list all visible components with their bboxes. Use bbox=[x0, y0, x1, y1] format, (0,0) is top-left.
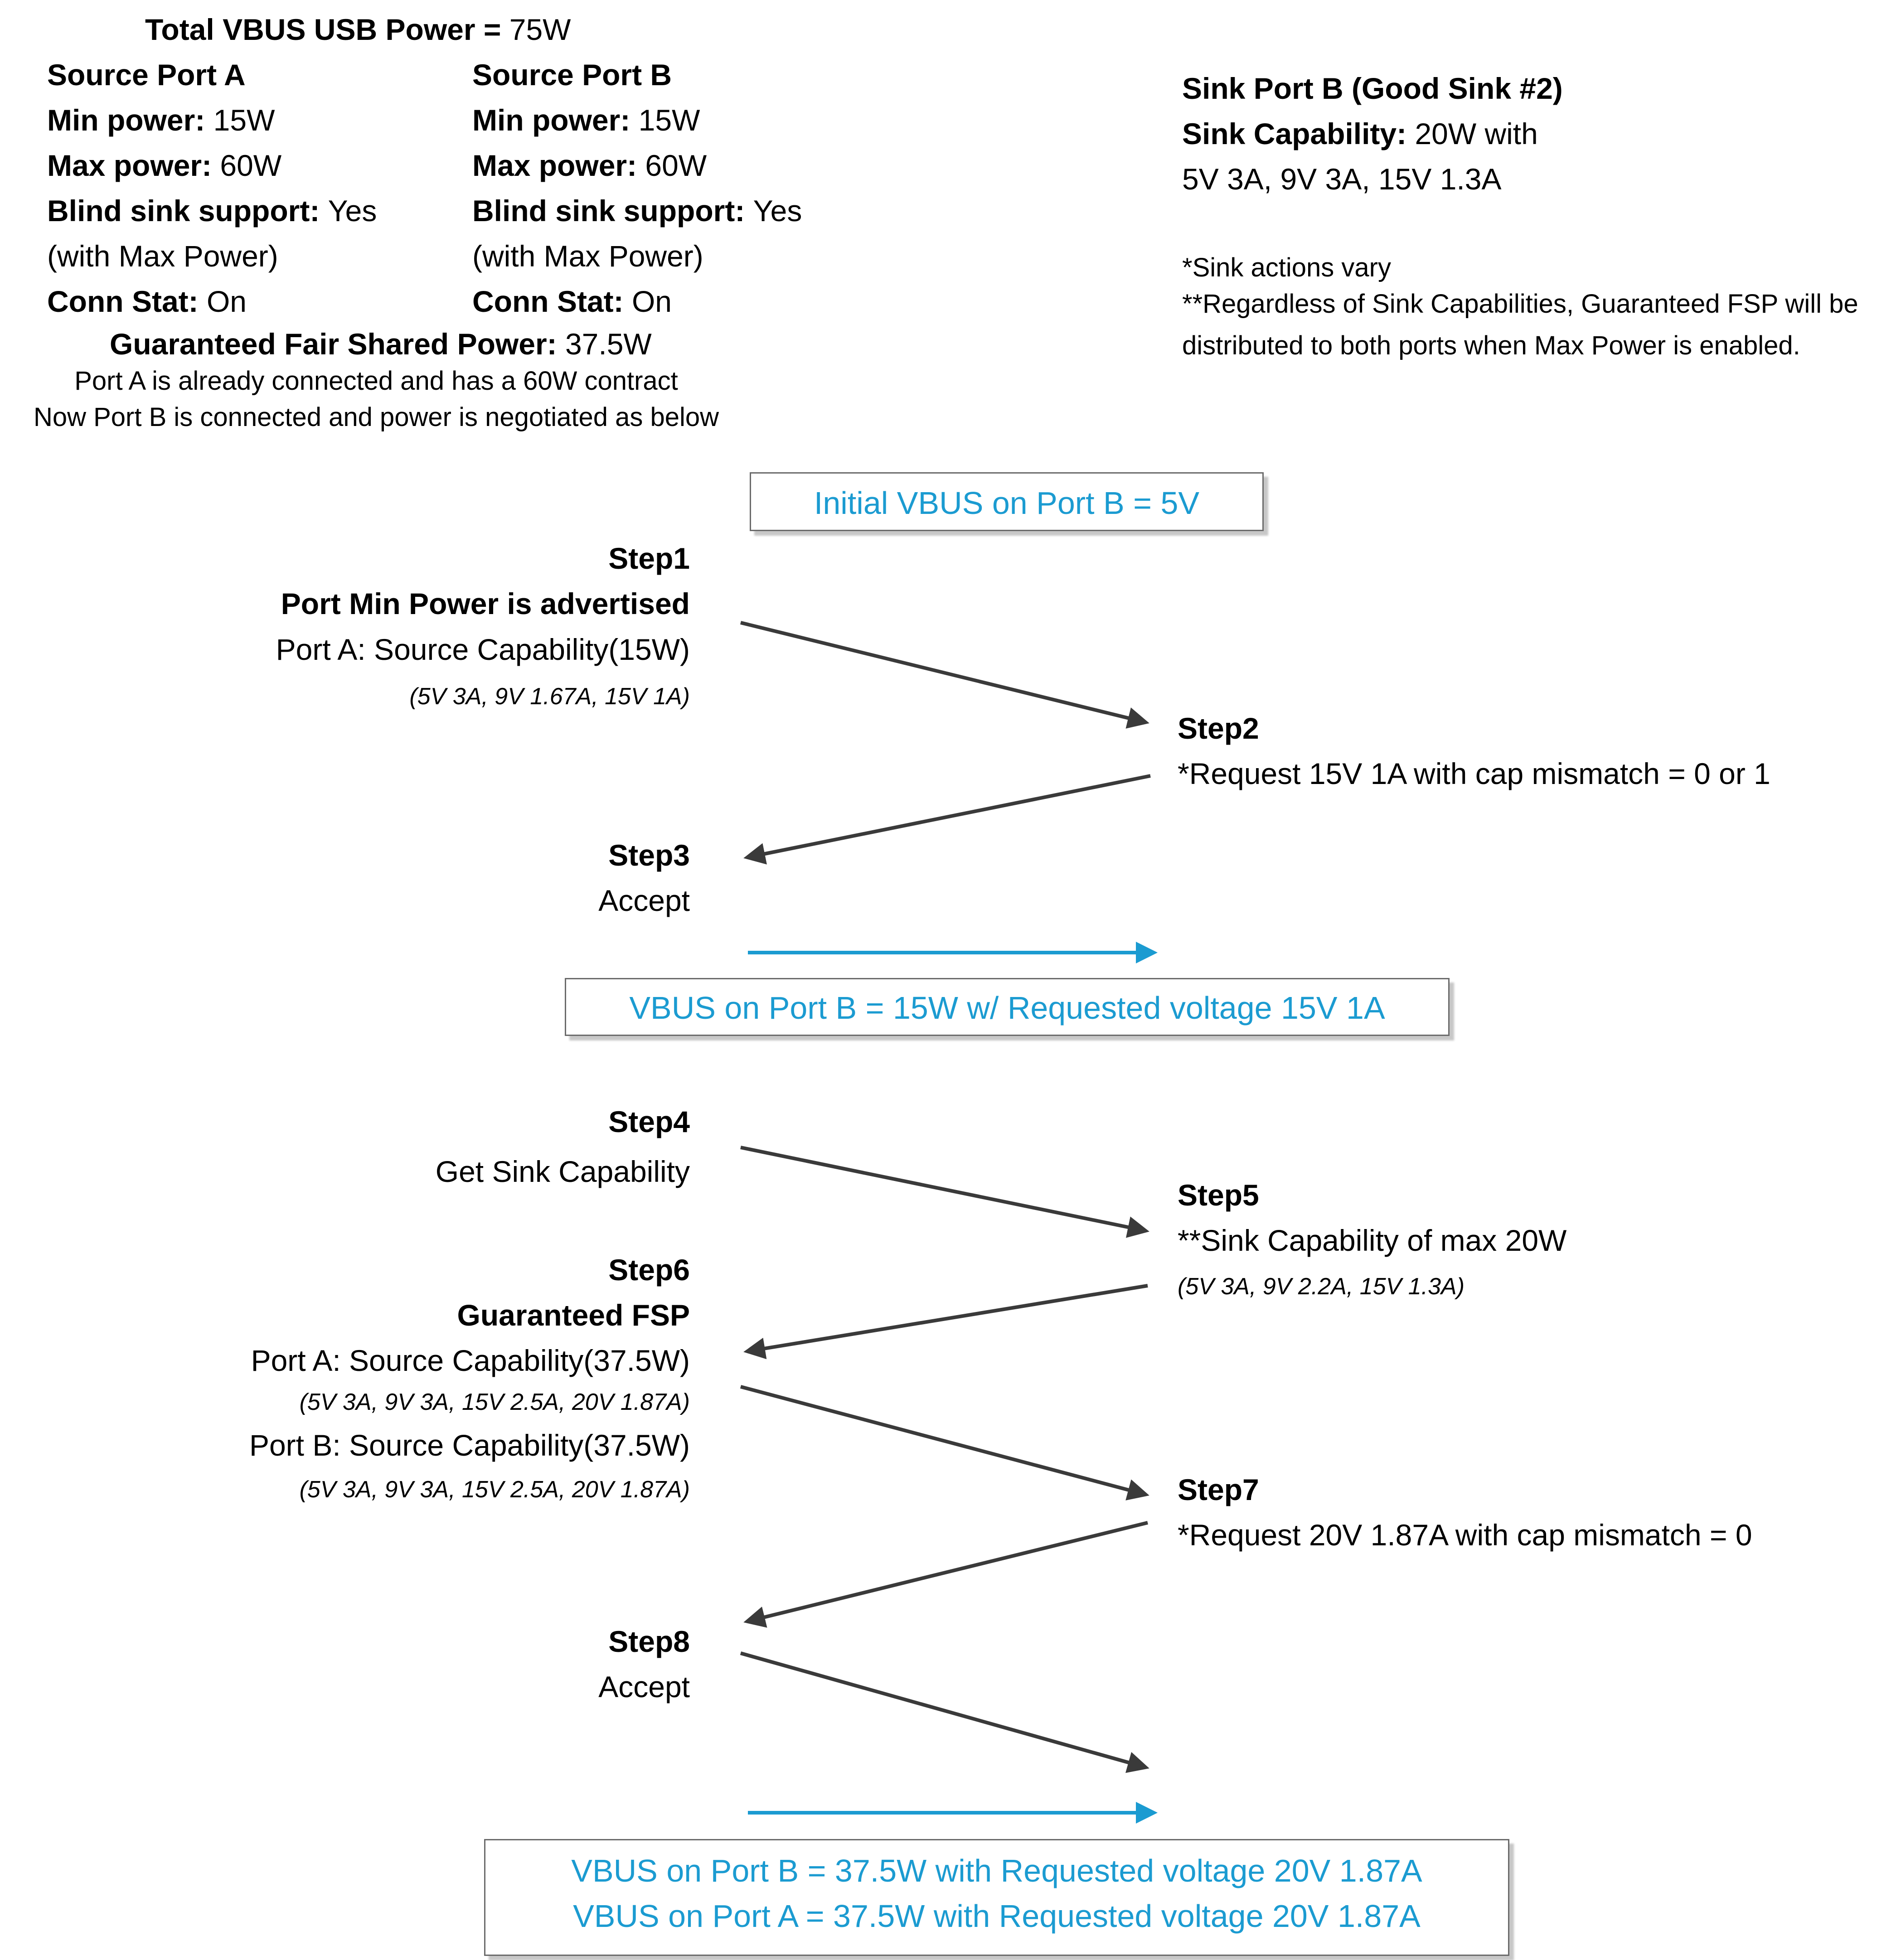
port-a-conn-stat: Conn Stat: On bbox=[47, 285, 247, 319]
sink-title: Sink Port B (Good Sink #2) bbox=[1182, 72, 1563, 105]
port-b-min-label: Min power: bbox=[472, 103, 639, 137]
step6-line-port-b: Port B: Source Capability(37.5W) bbox=[249, 1428, 690, 1462]
step6-line-port-a: Port A: Source Capability(37.5W) bbox=[251, 1344, 690, 1377]
step5-detail: (5V 3A, 9V 2.2A, 15V 1.3A) bbox=[1178, 1273, 1465, 1300]
port-b-max-label: Max power: bbox=[472, 149, 645, 182]
port-a-max-power: Max power: 60W bbox=[47, 149, 281, 183]
step1-title: Step1 bbox=[608, 542, 690, 575]
port-a-blind-value: Yes bbox=[328, 194, 377, 227]
port-a-max-value: 60W bbox=[220, 149, 282, 182]
guaranteed-fsp: Guaranteed Fair Shared Power: 37.5W bbox=[110, 327, 652, 362]
sink-footnote-fsp-cont: distributed to both ports when Max Power… bbox=[1182, 331, 1800, 360]
total-power-label: Total VBUS USB Power = bbox=[145, 13, 509, 46]
port-b-min-value: 15W bbox=[638, 103, 700, 137]
initial-vbus-text: Initial VBUS on Port B = 5V bbox=[814, 485, 1200, 521]
port-b-title: Source Port B bbox=[472, 58, 672, 92]
step6-title: Step6 bbox=[608, 1253, 690, 1287]
port-a-conn-value: On bbox=[206, 285, 247, 318]
port-b-max-power: Max power: 60W bbox=[472, 149, 707, 183]
guaranteed-fsp-label: Guaranteed Fair Shared Power: bbox=[110, 327, 565, 361]
port-b-min-power: Min power: 15W bbox=[472, 103, 700, 138]
initial-vbus-box: Initial VBUS on Port B = 5V bbox=[750, 472, 1264, 531]
sink-capability-values: 5V 3A, 9V 3A, 15V 1.3A bbox=[1182, 162, 1502, 196]
step4-line: Get Sink Capability bbox=[435, 1155, 690, 1188]
port-b-blind-label: Blind sink support: bbox=[472, 194, 753, 227]
port-a-blind-sink: Blind sink support: Yes bbox=[47, 194, 377, 228]
sink-capability-value: 20W with bbox=[1415, 117, 1538, 150]
note-port-b-negotiated: Now Port B is connected and power is neg… bbox=[33, 402, 719, 432]
step4-title: Step4 bbox=[608, 1105, 690, 1138]
port-b-conn-label: Conn Stat: bbox=[472, 285, 632, 318]
step1-detail: (5V 3A, 9V 1.67A, 15V 1A) bbox=[409, 683, 690, 710]
port-b-max-value: 60W bbox=[645, 149, 707, 182]
sink-capability-label: Sink Capability: bbox=[1182, 117, 1415, 150]
step1-line: Port A: Source Capability(15W) bbox=[276, 633, 690, 666]
final-vbus-box: VBUS on Port B = 37.5W with Requested vo… bbox=[484, 1839, 1509, 1956]
step3-line: Accept bbox=[598, 884, 690, 917]
port-a-title: Source Port A bbox=[47, 58, 246, 92]
port-a-min-value: 15W bbox=[213, 103, 275, 137]
port-a-min-label: Min power: bbox=[47, 103, 213, 137]
total-power-value: 75W bbox=[509, 13, 571, 46]
arrow-step7-to-step8 bbox=[743, 1521, 1148, 1628]
step2-title: Step2 bbox=[1178, 711, 1259, 745]
port-a-blind-note: (with Max Power) bbox=[47, 239, 278, 273]
step6-subtitle: Guaranteed FSP bbox=[457, 1298, 690, 1332]
port-b-blind-note: (with Max Power) bbox=[472, 239, 703, 273]
guaranteed-fsp-value: 37.5W bbox=[565, 327, 652, 361]
port-a-blind-label: Blind sink support: bbox=[47, 194, 328, 227]
port-a-min-power: Min power: 15W bbox=[47, 103, 275, 138]
final-vbus-port-b-text: VBUS on Port B = 37.5W with Requested vo… bbox=[571, 1853, 1422, 1888]
step7-line: *Request 20V 1.87A with cap mismatch = 0 bbox=[1178, 1518, 1752, 1552]
arrow-step8-to-sink bbox=[740, 1651, 1149, 1773]
step6-detail-port-a: (5V 3A, 9V 3A, 15V 2.5A, 20V 1.87A) bbox=[299, 1389, 690, 1415]
arrow-step2-to-step3 bbox=[743, 774, 1151, 865]
note-port-a-connected: Port A is already connected and has a 60… bbox=[74, 366, 678, 396]
step5-line: **Sink Capability of max 20W bbox=[1178, 1224, 1567, 1257]
arrow-step1-to-step2 bbox=[740, 621, 1149, 729]
sink-footnote-actions: *Sink actions vary bbox=[1182, 253, 1391, 282]
step5-title: Step5 bbox=[1178, 1178, 1259, 1212]
mid-vbus-text: VBUS on Port B = 15W w/ Requested voltag… bbox=[629, 990, 1385, 1026]
port-b-blind-value: Yes bbox=[753, 194, 802, 227]
step2-line: *Request 15V 1A with cap mismatch = 0 or… bbox=[1178, 757, 1770, 790]
port-a-max-label: Max power: bbox=[47, 149, 220, 182]
sink-footnote-fsp: **Regardless of Sink Capabilities, Guara… bbox=[1182, 289, 1858, 319]
sink-capability: Sink Capability: 20W with bbox=[1182, 117, 1538, 151]
total-power: Total VBUS USB Power = 75W bbox=[145, 13, 571, 47]
arrow-step6-to-step7 bbox=[740, 1385, 1149, 1500]
port-b-blind-sink: Blind sink support: Yes bbox=[472, 194, 802, 228]
step3-title: Step3 bbox=[608, 838, 690, 872]
step8-title: Step8 bbox=[608, 1625, 690, 1658]
mid-vbus-box: VBUS on Port B = 15W w/ Requested voltag… bbox=[565, 978, 1450, 1036]
step8-line: Accept bbox=[598, 1670, 690, 1704]
port-b-conn-value: On bbox=[631, 285, 672, 318]
step6-detail-port-b: (5V 3A, 9V 3A, 15V 2.5A, 20V 1.87A) bbox=[299, 1476, 690, 1503]
arrow-step5-to-step6 bbox=[743, 1284, 1148, 1360]
port-a-conn-label: Conn Stat: bbox=[47, 285, 207, 318]
step1-subtitle: Port Min Power is advertised bbox=[281, 587, 690, 620]
arrow-step4-to-step5 bbox=[740, 1146, 1149, 1238]
port-b-conn-stat: Conn Stat: On bbox=[472, 285, 672, 319]
step7-title: Step7 bbox=[1178, 1473, 1259, 1506]
final-vbus-port-a-text: VBUS on Port A = 37.5W with Requested vo… bbox=[573, 1898, 1421, 1934]
